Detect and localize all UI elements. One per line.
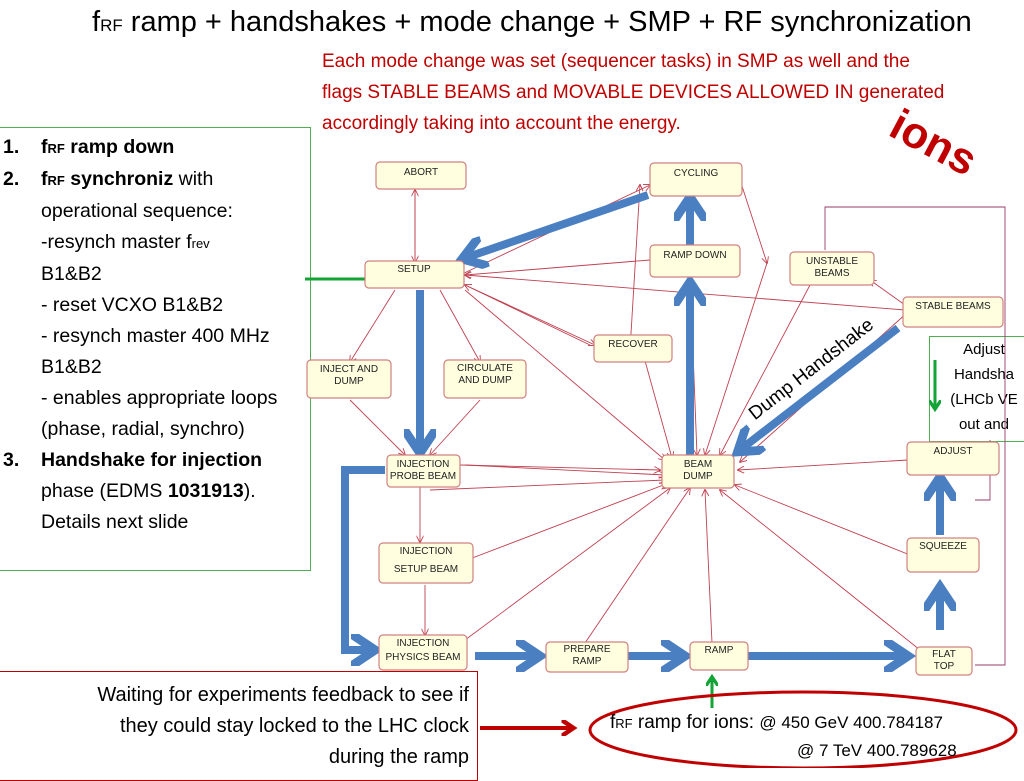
rf-frequency-note: fRF ramp for ions: @ 450 GeV 400.784187: [610, 712, 943, 733]
svg-text:AND DUMP: AND DUMP: [458, 375, 512, 386]
state-circulate-and-dump: CIRCULATE AND DUMP: [443, 359, 527, 399]
svg-text:RAMP DOWN: RAMP DOWN: [663, 250, 726, 261]
svg-text:RECOVER: RECOVER: [608, 339, 657, 350]
state-inject-and-dump: INJECT AND DUMP: [306, 359, 392, 399]
svg-text:ABORT: ABORT: [404, 167, 438, 178]
svg-text:TOP: TOP: [934, 661, 955, 672]
state-abort: ABORT: [375, 161, 467, 190]
page-title: fRF ramp + handshakes + mode change + SM…: [92, 6, 972, 38]
svg-text:DUMP: DUMP: [683, 471, 713, 482]
svg-text:BEAM: BEAM: [684, 459, 712, 470]
main-flow-arrows: [341, 195, 940, 656]
state-injection-physics-beam: INJECTION PHYSICS BEAM: [378, 634, 468, 671]
list-item: 3. Handshake for injection phase (EDMS 1…: [3, 449, 263, 533]
svg-text:SQUEEZE: SQUEEZE: [919, 541, 967, 552]
svg-text:RAMP: RAMP: [573, 656, 602, 667]
list-item: 1. fRF ramp down: [3, 136, 175, 158]
state-recover: RECOVER: [593, 334, 673, 363]
svg-text:PHYSICS BEAM: PHYSICS BEAM: [385, 652, 460, 663]
svg-text:INJECT AND: INJECT AND: [320, 364, 378, 375]
state-beam-dump: BEAM DUMP: [661, 454, 735, 489]
state-stable-beams: STABLE BEAMS: [902, 296, 1004, 328]
state-flat-top: FLAT TOP: [915, 646, 973, 676]
svg-text:PROBE BEAM: PROBE BEAM: [390, 471, 456, 482]
svg-text:FLAT: FLAT: [932, 649, 956, 660]
svg-text:ADJUST: ADJUST: [934, 446, 973, 457]
state-adjust: ADJUST: [906, 441, 1000, 476]
mode-change-note: Each mode change was set (sequencer task…: [322, 51, 945, 134]
svg-text:STABLE BEAMS: STABLE BEAMS: [915, 301, 991, 312]
svg-text:INJECTION: INJECTION: [400, 546, 453, 557]
state-squeeze: SQUEEZE: [906, 537, 980, 573]
rf-frequency-note-line2: @ 7 TeV 400.789628: [797, 741, 957, 760]
state-injection-setup-beam: INJECTION SETUP BEAM: [378, 542, 474, 584]
svg-text:RAMP: RAMP: [705, 645, 734, 656]
svg-text:SETUP BEAM: SETUP BEAM: [394, 564, 458, 575]
svg-text:CIRCULATE: CIRCULATE: [457, 363, 513, 374]
svg-text:CYCLING: CYCLING: [674, 168, 719, 179]
svg-text:SETUP: SETUP: [397, 264, 431, 275]
state-injection-probe-beam: INJECTION PROBE BEAM: [386, 454, 461, 488]
svg-text:UNSTABLE: UNSTABLE: [806, 256, 858, 267]
svg-text:PREPARE: PREPARE: [563, 644, 610, 655]
state-ramp-down: RAMP DOWN: [649, 244, 741, 278]
state-prepare-ramp: PREPARE RAMP: [545, 641, 629, 673]
state-unstable-beams: UNSTABLE BEAMS: [789, 251, 875, 286]
svg-text:BEAMS: BEAMS: [814, 268, 849, 279]
state-cycling: CYCLING: [649, 162, 743, 197]
state-ramp: RAMP: [689, 641, 749, 671]
freq-ellipse: [588, 690, 1018, 768]
svg-text:INJECTION: INJECTION: [397, 638, 450, 649]
svg-text:DUMP: DUMP: [334, 376, 364, 387]
rf-steps-box: 1. fRF ramp down 2. fRF synchroniz with …: [0, 127, 311, 571]
svg-text:INJECTION: INJECTION: [397, 459, 450, 470]
list-item: 2. fRF synchroniz with operational seque…: [3, 168, 278, 440]
experiments-feedback-box: Waiting for experiments feedback to see …: [0, 671, 478, 781]
state-setup: SETUP: [364, 260, 465, 289]
